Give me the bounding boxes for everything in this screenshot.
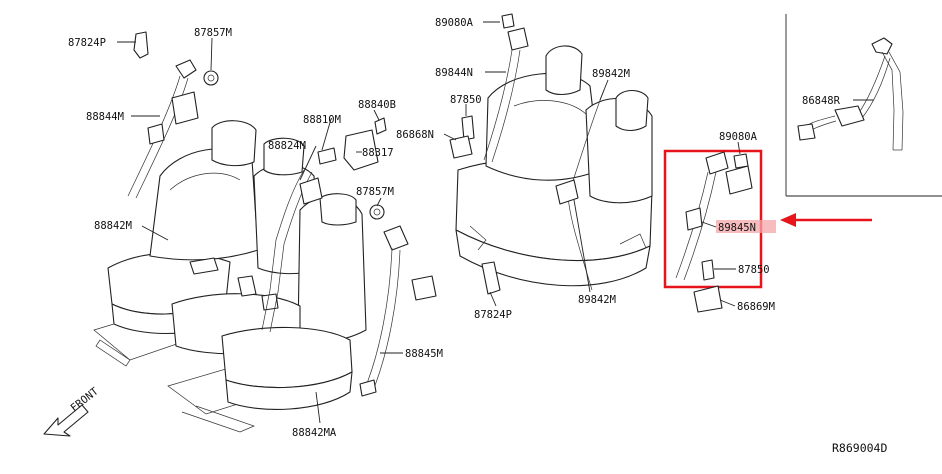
second-row-seat <box>93 120 367 433</box>
bolt-87850-top <box>461 115 475 141</box>
nut-87857m-top <box>203 70 219 86</box>
bracket-86869m <box>693 285 723 313</box>
center-belt-88824m <box>261 169 323 333</box>
label-89080a-top: 89080A <box>435 17 474 29</box>
label-89080a-right: 89080A <box>719 131 758 143</box>
bolt-89080a-right <box>733 153 749 169</box>
belt-88844m <box>127 59 199 199</box>
label-89842m-top: 89842M <box>592 68 630 80</box>
label-87850-top: 87850 <box>450 94 482 106</box>
inset-panel <box>785 14 942 197</box>
label-86848r: 86848R <box>802 95 841 107</box>
belt-89844n <box>483 27 529 163</box>
clip-88810m <box>317 147 337 165</box>
highlight-group <box>663 149 872 289</box>
label-88842m: 88842M <box>94 220 132 232</box>
label-87857m-mid: 87857M <box>356 186 394 198</box>
bracket-88317 <box>343 129 379 171</box>
label-89842m-bottom: 89842M <box>578 294 616 306</box>
label-87850-right: 87850 <box>738 264 770 276</box>
bracket-86868n <box>449 135 473 159</box>
label-88840b: 88840B <box>358 99 396 111</box>
diagram-code: R869004D <box>832 441 887 455</box>
bolt-89080a-top <box>501 13 515 29</box>
label-88845m: 88845M <box>405 348 443 360</box>
third-row-seat <box>455 45 653 287</box>
front-direction-indicator: FRONT <box>43 385 101 437</box>
belt-89845n <box>675 151 753 281</box>
label-87824p-bottom: 87824P <box>474 309 512 321</box>
label-88317: 88317 <box>362 147 394 159</box>
label-86869m: 86869M <box>737 301 775 313</box>
label-87857m-top: 87857M <box>194 27 232 39</box>
nut-87857m-mid <box>369 204 385 220</box>
label-89845n: 89845N <box>718 222 756 234</box>
part-labels: 87824P 87857M 88844M 88810M 88840B 88824… <box>68 17 841 439</box>
label-87824p-top: 87824P <box>68 37 106 49</box>
label-88844m: 88844M <box>86 111 124 123</box>
label-88842ma: 88842MA <box>292 427 337 439</box>
bolt-87850-right <box>701 259 715 281</box>
anchor-87824p-top <box>133 31 149 59</box>
bolt-88840b <box>374 117 387 135</box>
label-86868n: 86868N <box>396 129 434 141</box>
belt-88845m <box>359 225 437 397</box>
highlight-arrow <box>780 213 872 227</box>
highlight-label-shade <box>716 220 776 233</box>
anchor-87824p-bottom <box>481 261 501 295</box>
label-88824m: 88824M <box>268 140 306 152</box>
leader-lines <box>117 21 741 424</box>
label-89844n: 89844N <box>435 67 473 79</box>
label-88810m: 88810M <box>303 114 341 126</box>
